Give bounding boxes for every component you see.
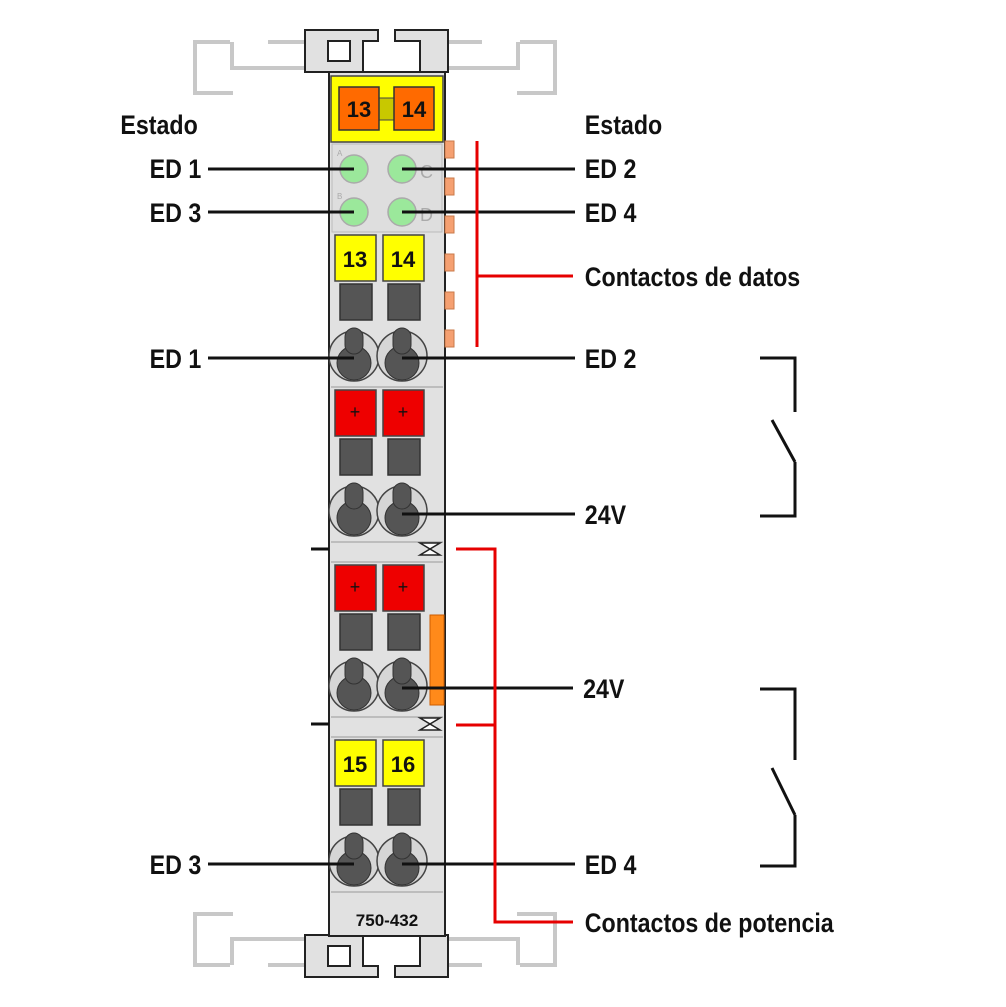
plus-sign-3: + bbox=[350, 577, 361, 597]
plus-marker-3 bbox=[334, 564, 377, 612]
power-contact-bar bbox=[429, 614, 445, 706]
data-contacts-bracket bbox=[475, 141, 573, 347]
housing-separators bbox=[331, 386, 443, 893]
led-letter-a: A bbox=[337, 149, 343, 158]
switch-symbol-upper bbox=[760, 356, 797, 518]
terminal-marker-15 bbox=[334, 739, 377, 787]
led-label-ed2: ED 2 bbox=[585, 154, 637, 184]
conn-label-left-row4: ED 3 bbox=[150, 850, 202, 880]
data-contact-pads bbox=[444, 140, 455, 348]
status-label-left: Estado bbox=[120, 110, 197, 140]
conn-label-right-row2: 24V bbox=[585, 500, 626, 530]
plus-sign-2: + bbox=[398, 402, 409, 422]
conn-label-right-row4: ED 4 bbox=[585, 850, 637, 880]
led-letter-c: C bbox=[420, 162, 433, 182]
bottom-clip-right bbox=[394, 934, 449, 978]
terminal-marker-14 bbox=[382, 234, 425, 282]
bottom-clip bbox=[304, 934, 379, 978]
led-label-ed1: ED 1 bbox=[150, 154, 202, 184]
top-marker-13-label: 13 bbox=[347, 97, 371, 122]
led-label-ed4: ED 4 bbox=[585, 198, 637, 228]
switch-symbol-lower bbox=[760, 687, 797, 868]
power-contacts-bracket bbox=[456, 547, 573, 924]
terminal-marker-14-label: 14 bbox=[391, 247, 416, 272]
led-letter-d: D bbox=[420, 205, 433, 225]
top-marker-14-label: 14 bbox=[402, 97, 427, 122]
data-contacts-label: Contactos de datos bbox=[585, 262, 800, 292]
status-label-right: Estado bbox=[585, 110, 662, 140]
conn-label-left-row1: ED 1 bbox=[150, 344, 202, 374]
plus-sign-4: + bbox=[398, 577, 409, 597]
plus-marker-1 bbox=[334, 389, 377, 437]
power-contacts-label: Contactos de potencia bbox=[585, 908, 835, 938]
led-label-ed3: ED 3 bbox=[150, 198, 202, 228]
plus-marker-2 bbox=[382, 389, 425, 437]
terminal-marker-13 bbox=[334, 234, 377, 282]
power-jumper-contacts bbox=[417, 542, 443, 731]
model-number: 750-432 bbox=[356, 911, 418, 930]
top-clip-right bbox=[394, 29, 449, 73]
plus-sign-1: + bbox=[350, 402, 361, 422]
release-buttons bbox=[339, 283, 421, 826]
terminal-marker-13-label: 13 bbox=[343, 247, 367, 272]
top-marker-14 bbox=[393, 86, 435, 131]
conn-label-right-row1: ED 2 bbox=[585, 344, 637, 374]
led-panel: A B C D bbox=[331, 143, 443, 233]
conn-label-right-row3: 24V bbox=[583, 674, 624, 704]
led-letter-b: B bbox=[337, 192, 342, 201]
top-clip bbox=[304, 29, 379, 73]
terminal-marker-16-label: 16 bbox=[391, 752, 415, 777]
terminal-marker-16 bbox=[382, 739, 425, 787]
plus-marker-4 bbox=[382, 564, 425, 612]
wire-entry-openings bbox=[328, 327, 428, 887]
top-marker-13 bbox=[338, 86, 380, 131]
leader-lines bbox=[208, 167, 575, 866]
terminal-marker-15-label: 15 bbox=[343, 752, 367, 777]
